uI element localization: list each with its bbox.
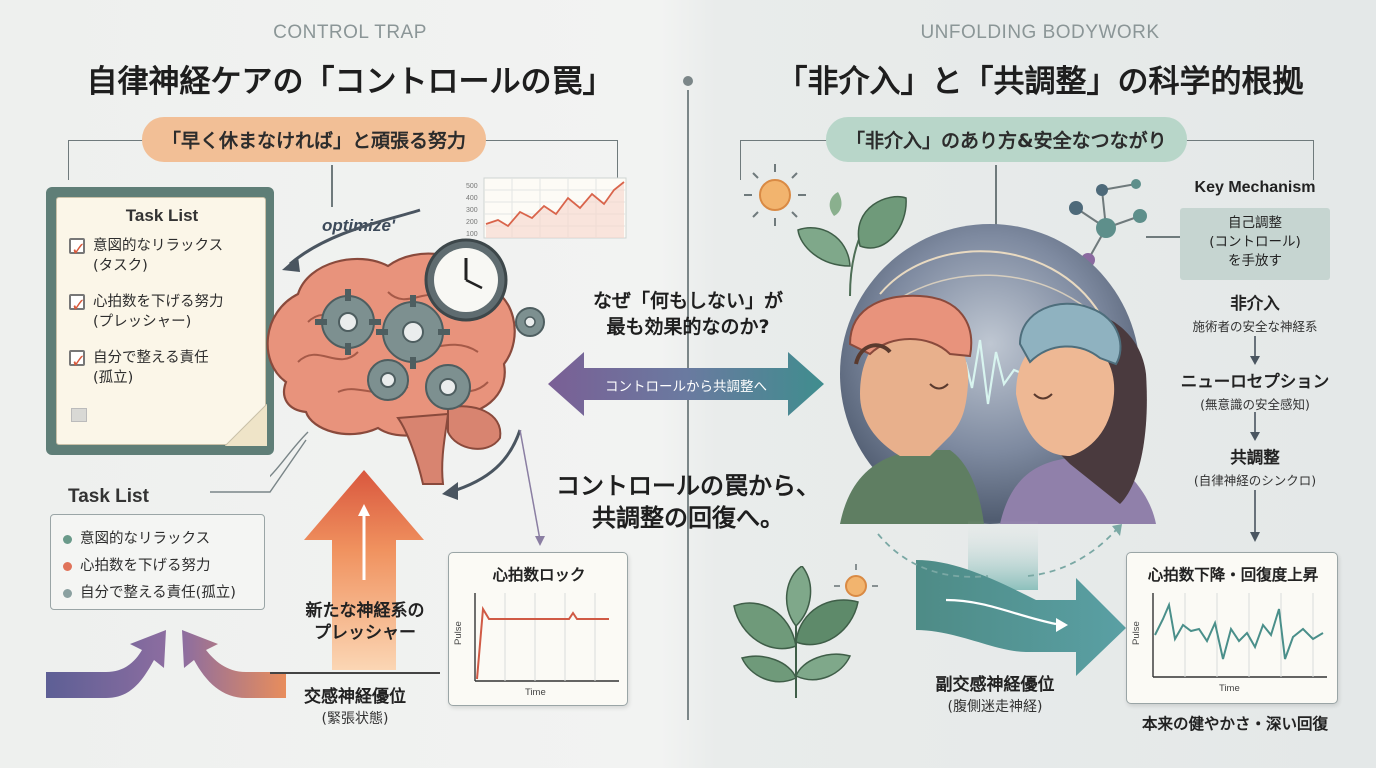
legend-item: 意図的なリラックス: [63, 527, 210, 548]
legend-item: 自分で整える責任(孤立): [63, 581, 236, 602]
task-card: Task List ✓ 意図的なリラックス (タスク) ✓ 心拍数を下げる努力 …: [56, 197, 267, 446]
legend-connector: [210, 439, 307, 493]
legend-item: 心拍数を下げる努力: [63, 554, 211, 575]
connector-line: [995, 165, 997, 235]
flow-arrow: [916, 520, 1126, 676]
dashed-flow-arrow: [877, 524, 1122, 578]
right-title: 「非介入」と「共調整」の科学的根拠: [776, 64, 1304, 100]
key-mechanism-title: Key Mechanism: [1194, 179, 1316, 196]
right-pill: 「非介入」のあり方&安全なつながり: [826, 117, 1187, 162]
mechanism-step-sub: 施術者の安全な神経系: [1192, 319, 1318, 334]
down-arrow-icon: [1250, 336, 1260, 365]
pressure-label: 新たな神経系の プレッシャー: [305, 601, 425, 643]
left-title: 自律神経ケアの「コントロールの罠」: [86, 64, 614, 100]
connector-arrow: [519, 430, 545, 546]
page-curl-icon: [225, 404, 267, 446]
right-subtitle-en: UNFOLDING BODYWORK: [920, 22, 1160, 43]
sun-icon: [744, 164, 806, 226]
axis-label: Time: [525, 687, 546, 698]
network-icon: [1069, 179, 1147, 267]
optimize-label: optimize': [322, 216, 395, 235]
leaf-icon: [797, 192, 907, 296]
center-statement: コントロールの罠から、 共調整の回復へ。: [556, 472, 820, 532]
cycle-arrows: [270, 208, 522, 500]
legend-title: Task List: [68, 486, 149, 507]
mechanism-step: 共調整: [1230, 448, 1280, 467]
down-arrow-icon: [1250, 490, 1260, 542]
down-arrow-icon: [1250, 412, 1260, 441]
double-arrow: [548, 352, 824, 416]
flat-pulse-chart: Pulse Time: [453, 593, 619, 698]
legend-dot: [63, 588, 72, 598]
checkbox-icon: ✓: [69, 294, 87, 316]
sun-icon: [834, 564, 878, 608]
checkbox-icon: ✓: [69, 238, 87, 260]
parasympathetic-sub: (腹側迷走神経): [947, 699, 1043, 715]
mechanism-step-sub: (無意識の安全感知): [1200, 397, 1310, 412]
legend-dot: [63, 561, 72, 571]
variable-pulse-chart: Pulse Time: [1131, 593, 1327, 694]
tick-label: 400: [466, 195, 478, 202]
sympathetic-label: 交感神経優位: [304, 687, 406, 707]
card-title: 心拍数下降・回復度上昇: [1147, 566, 1319, 584]
baseline: [270, 672, 440, 674]
divider-dot: [683, 76, 693, 86]
center-divider: [687, 90, 689, 720]
stressed-brain-illustration: [266, 238, 545, 485]
checkbox-icon: ✓: [69, 350, 87, 372]
card-title: 心拍数ロック: [492, 566, 586, 584]
recovery-label: 本来の健やかさ・深い回復: [1141, 715, 1328, 733]
left-pill: 「早く休まなければ」と頑張る努力: [142, 117, 487, 162]
tick-label: 500: [466, 183, 478, 190]
converging-arrows: [46, 630, 286, 698]
task-card-title: Task List: [125, 206, 199, 225]
sympathetic-sub: (緊張状態): [321, 711, 389, 727]
rising-chart: 500 400 300 200 100: [466, 177, 627, 239]
plant-icon: [733, 566, 859, 698]
connector-line: [1146, 236, 1180, 238]
axis-label: Pulse: [453, 621, 464, 645]
axis-label: Pulse: [1131, 621, 1142, 645]
mechanism-step-sub: (自律神経のシンクロ): [1193, 473, 1317, 488]
axis-label: Time: [1219, 683, 1240, 694]
legend-box: 意図的なリラックス 心拍数を下げる努力 自分で整える責任(孤立): [50, 514, 265, 610]
coregulation-illustration: [840, 224, 1156, 524]
pressure-arrow: [304, 470, 424, 670]
tick-label: 200: [466, 219, 478, 226]
heart-rate-lock-card: 心拍数ロック Pulse Time: [448, 552, 628, 706]
center-question: なぜ「何もしない」が 最も効果的なのか?: [592, 290, 783, 338]
empty-checkbox-icon: [71, 408, 87, 422]
mechanism-step: ニューロセプション: [1180, 372, 1330, 391]
left-subtitle-en: CONTROL TRAP: [273, 22, 427, 43]
recovery-chart-card: 心拍数下降・回復度上昇 Pulse Time: [1126, 552, 1338, 704]
parasympathetic-label: 副交感神経優位: [935, 675, 1055, 695]
tick-label: 100: [466, 231, 478, 238]
tick-label: 300: [466, 207, 478, 214]
key-mechanism-box: 自己調整 (コントロール) を手放す: [1180, 208, 1330, 280]
legend-dot: [63, 534, 72, 544]
mechanism-step: 非介入: [1230, 294, 1280, 313]
arrow-label: コントロールから共調整へ: [605, 379, 767, 395]
connector-line: [331, 165, 333, 207]
